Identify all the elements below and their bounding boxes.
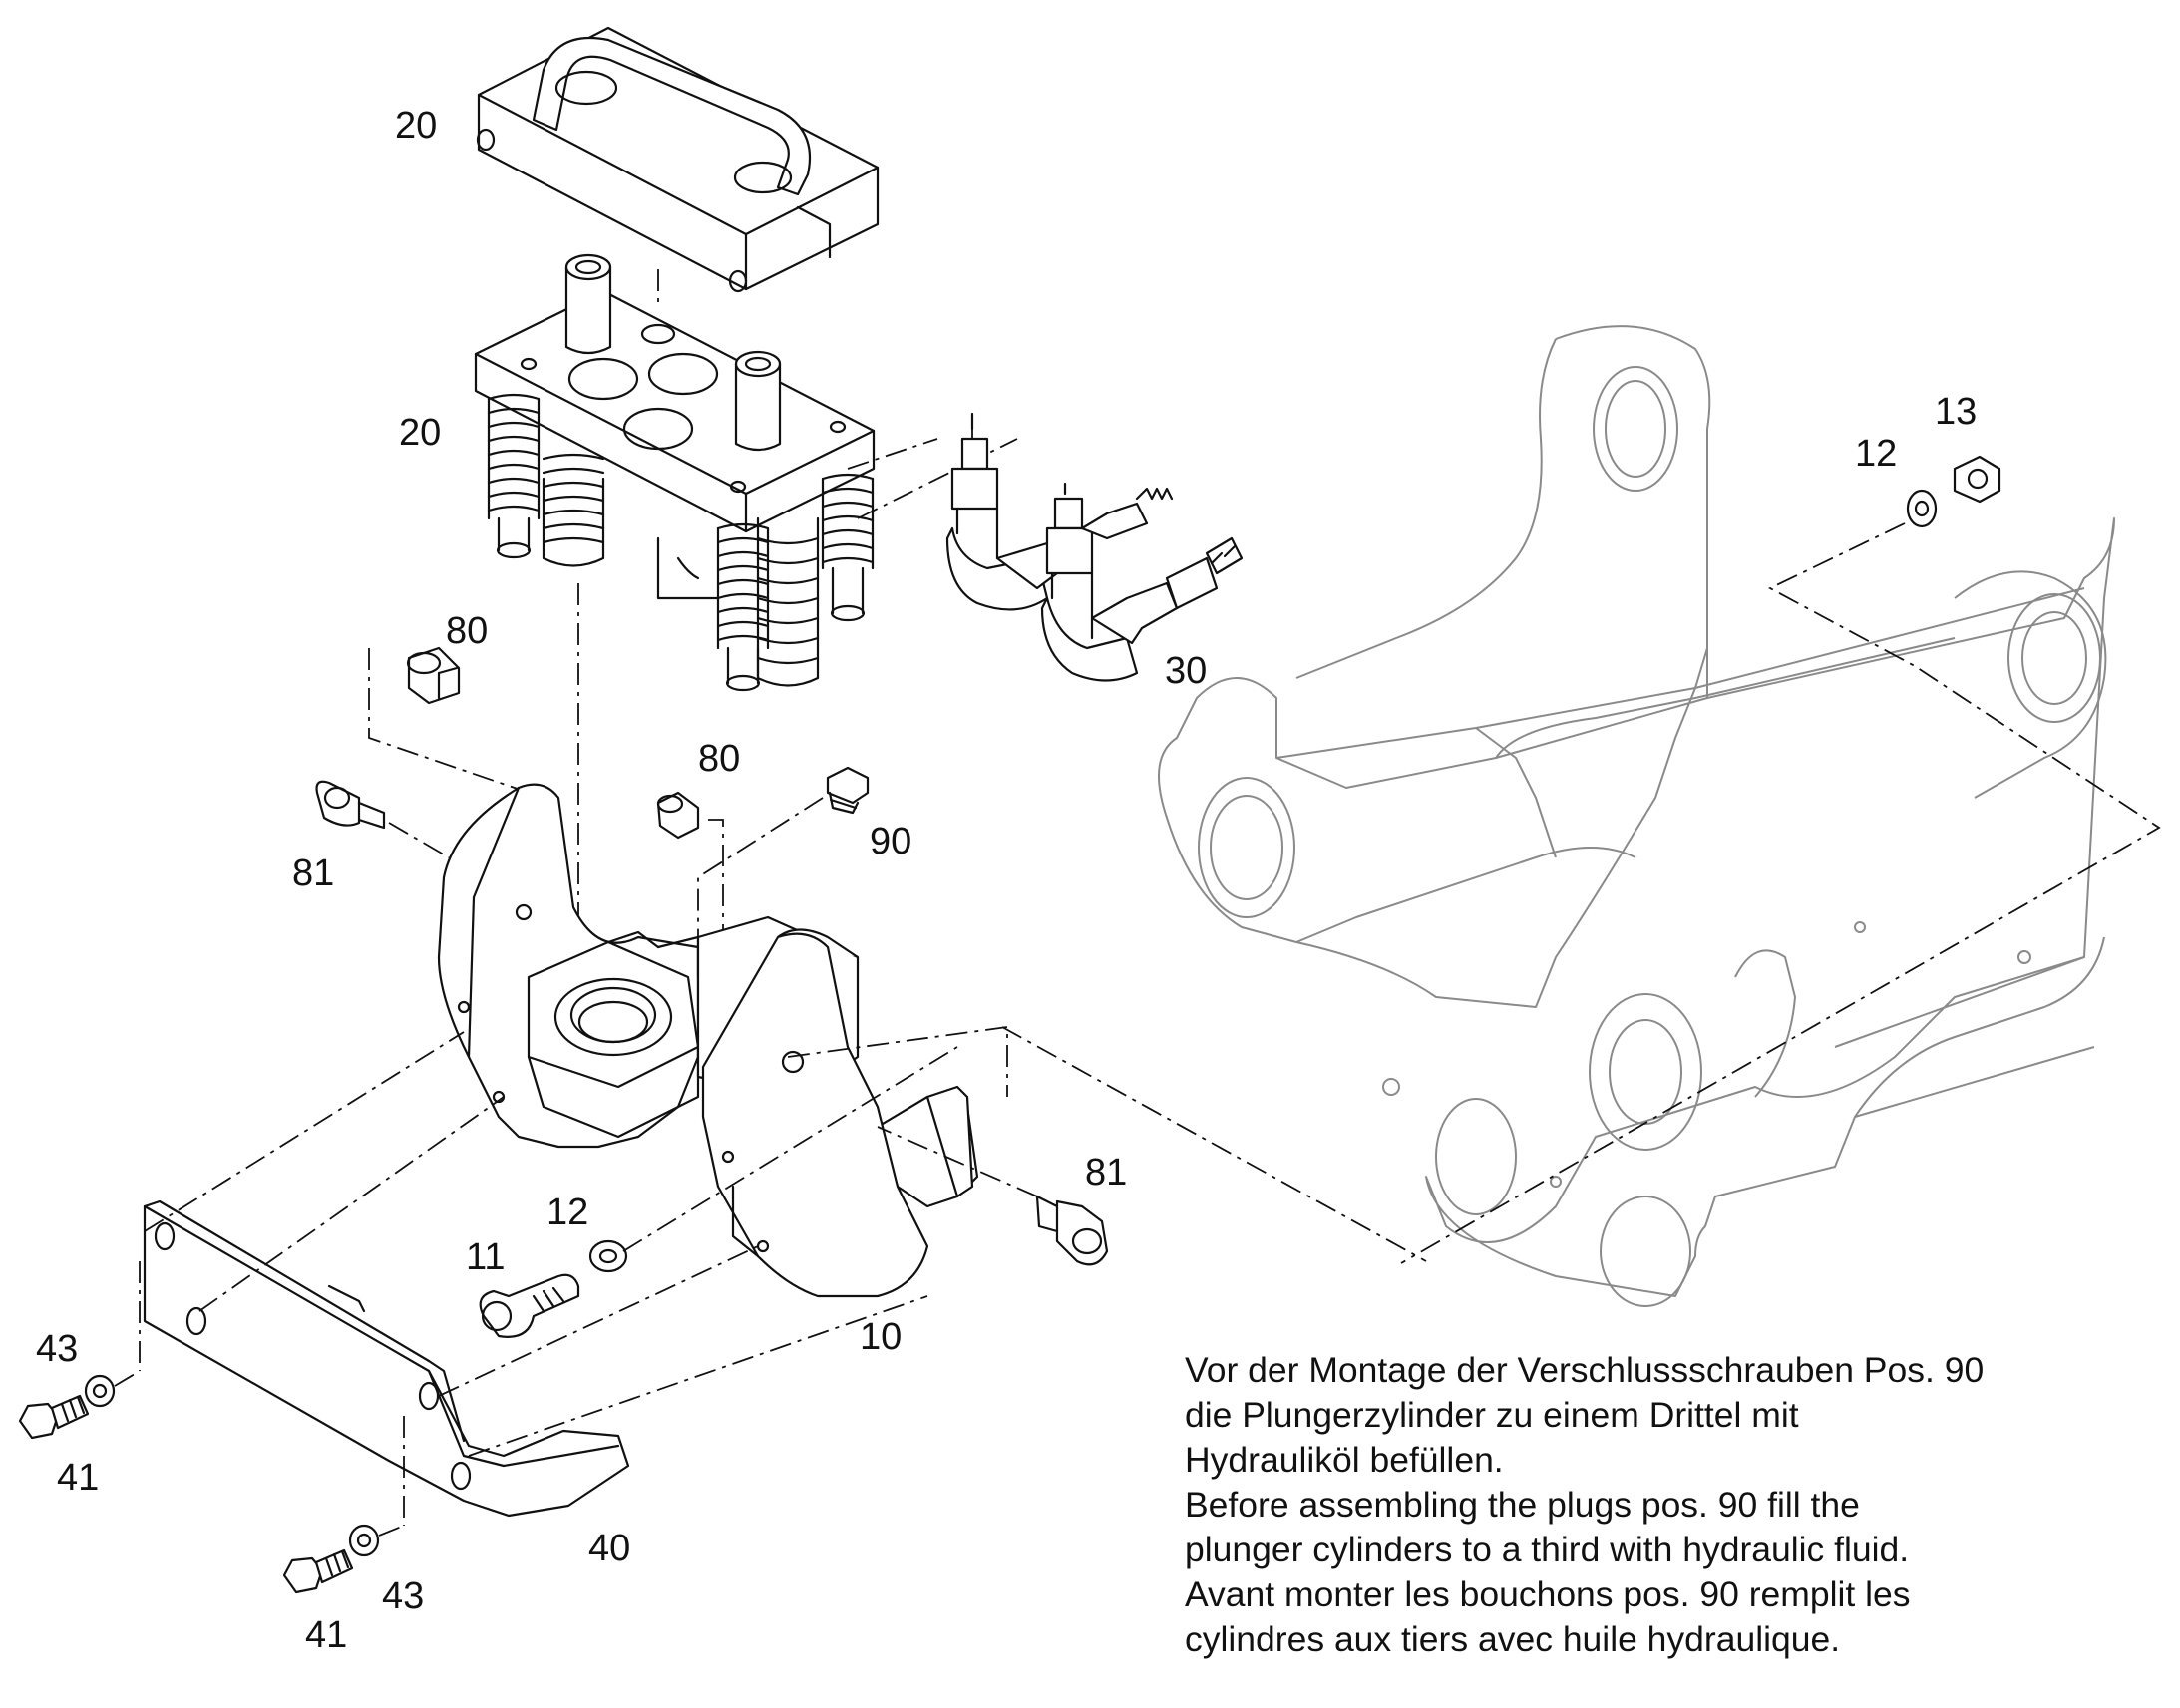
label-hose-fittings: 30 — [1165, 650, 1207, 692]
note-line-en-1: Before assembling the plugs pos. 90 fill… — [1185, 1485, 1860, 1525]
hose-fittings — [945, 412, 1244, 682]
label-plug-screw: 90 — [870, 821, 911, 862]
note-line-en-2: plunger cylinders to a third with hydrau… — [1185, 1530, 1910, 1569]
washer-43-left — [84, 1374, 116, 1408]
plug-80-middle — [656, 791, 700, 840]
label-screw-right: 81 — [1085, 1152, 1127, 1194]
note-line-fr-2: cylindres aux tiers avec huile hydrauliq… — [1185, 1619, 1841, 1659]
note-line-de-2: die Plungerzylinder zu einem Drittel mit — [1185, 1395, 1799, 1435]
label-plunger-block: 20 — [399, 412, 441, 454]
label-washer-bottom-left: 43 — [382, 1575, 424, 1617]
label-washer-top: 12 — [1855, 433, 1897, 475]
housing-left — [437, 783, 700, 1149]
washer-12-top — [1906, 489, 1938, 528]
label-bolt-bottom-left: 41 — [305, 1614, 347, 1656]
label-bracket: 40 — [588, 1528, 630, 1569]
label-nut-top: 13 — [1935, 391, 1977, 433]
top-plate — [476, 26, 880, 293]
part-labels: 20 20 30 80 80 81 81 90 12 13 12 11 10 4… — [36, 105, 1977, 1656]
label-washer-left: 43 — [36, 1328, 78, 1370]
assembly-note: Vor der Montage der Verschlussschrauben … — [1185, 1348, 2162, 1662]
label-housing: 10 — [860, 1316, 902, 1358]
label-plug-middle: 80 — [698, 738, 740, 780]
plug-screw-90 — [826, 766, 870, 815]
label-plug-upper: 80 — [446, 610, 488, 652]
nut-13 — [1953, 455, 2001, 504]
label-top-plate: 20 — [395, 105, 437, 147]
bolt-41-bottom-left — [282, 1548, 354, 1594]
note-line-fr-1: Avant monter les bouchons pos. 90 rempli… — [1185, 1574, 1911, 1614]
label-bolt-left: 41 — [57, 1457, 99, 1499]
label-bolt-bottom: 11 — [466, 1236, 505, 1278]
note-line-de-1: Vor der Montage der Verschlussschrauben … — [1185, 1350, 1985, 1390]
housing-right — [696, 915, 979, 1298]
screw-81-left — [315, 780, 386, 830]
plunger-block — [474, 253, 876, 692]
quick-coupler-frame — [1158, 325, 2115, 1307]
plug-80-upper — [406, 646, 461, 705]
bolt-41-left — [18, 1394, 90, 1440]
bolt-11 — [479, 1273, 580, 1338]
label-screw-left: 81 — [292, 853, 334, 894]
bracket-40 — [143, 1199, 630, 1518]
washer-43-bottom-left — [348, 1524, 380, 1557]
screw-81-right — [1035, 1195, 1109, 1266]
note-line-de-3: Hydrauliköl befüllen. — [1185, 1440, 1504, 1480]
washer-12-bottom — [588, 1239, 628, 1273]
label-washer-bottom: 12 — [546, 1192, 588, 1233]
